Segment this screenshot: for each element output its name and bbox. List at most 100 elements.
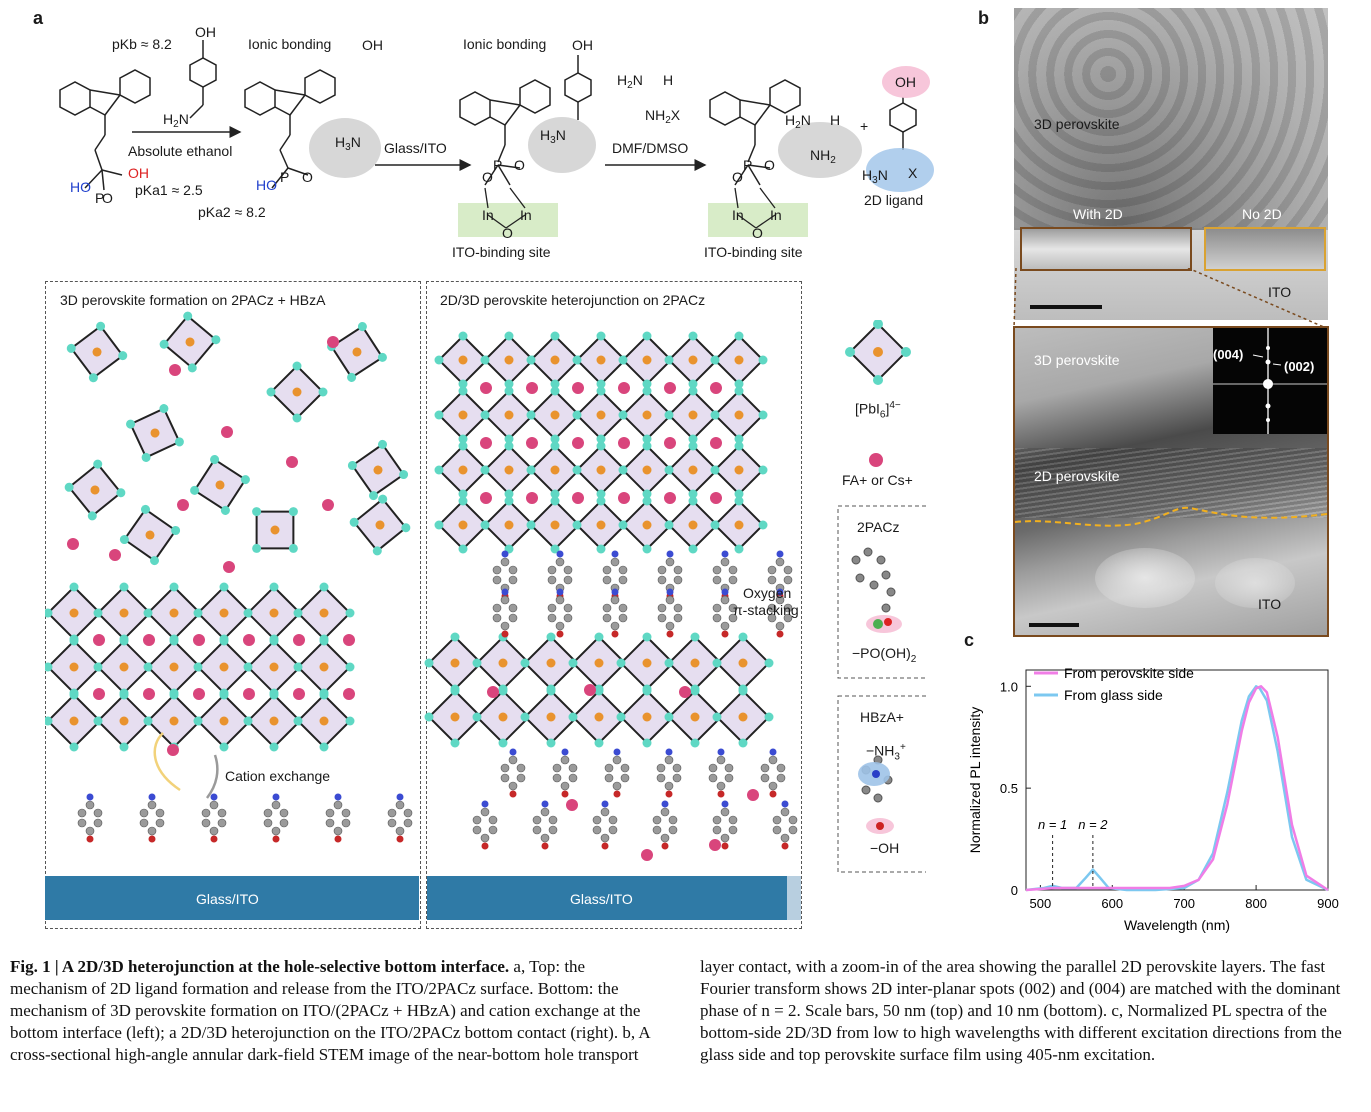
- ligand-molecule: [202, 794, 226, 843]
- pl-spectra-chart: 50060070080090000.51.0Wavelength (nm)Nor…: [958, 640, 1348, 940]
- stem-label-2d-bottom: 2D perovskite: [1034, 468, 1120, 484]
- svg-text:H2N: H2N: [617, 72, 643, 91]
- ionic-blob-2: [528, 117, 596, 173]
- svg-text:H: H: [663, 72, 673, 88]
- svg-text:H: H: [830, 112, 840, 128]
- with-2d-frame: [1020, 227, 1192, 271]
- svg-text:P: P: [280, 169, 289, 185]
- fft-inset: [1213, 328, 1327, 434]
- pi-stacking-label: π-stacking: [733, 602, 799, 618]
- octahedron: [232, 487, 318, 573]
- legend-hbza-oh: −OH: [870, 840, 899, 856]
- cation: [480, 437, 492, 449]
- octahedron: [116, 394, 194, 472]
- cation: [293, 688, 305, 700]
- stem-label-with-2d: With 2D: [1073, 206, 1123, 222]
- y-tick-label: 0.5: [1000, 781, 1018, 796]
- ligand-molecule: [657, 749, 681, 798]
- perovskite-lattice-illustration: [45, 300, 805, 930]
- cation: [243, 634, 255, 646]
- cation: [169, 364, 181, 376]
- ligand-molecule: [501, 749, 525, 798]
- svg-text:H2N: H2N: [163, 111, 189, 130]
- svg-text:In: In: [732, 207, 744, 223]
- stem-label-ito-bottom: ITO: [1258, 596, 1281, 612]
- ligand-molecule: [605, 749, 629, 798]
- cation: [747, 789, 759, 801]
- cation: [572, 437, 584, 449]
- svg-text:P: P: [493, 157, 502, 173]
- ligand-molecule: [140, 794, 164, 843]
- cation-exchange-label: Cation exchange: [225, 768, 330, 784]
- cation: [618, 437, 630, 449]
- cation: [664, 382, 676, 394]
- ligand-molecule: [553, 749, 577, 798]
- svg-text:HO: HO: [256, 177, 277, 193]
- cation: [322, 499, 334, 511]
- cation: [193, 688, 205, 700]
- legend-2pacz-title: 2PACz: [857, 519, 900, 535]
- octahedron: [267, 362, 328, 423]
- caption-left: Fig. 1 | A 2D/3D heterojunction at the h…: [10, 956, 658, 1066]
- ligand-molecule: [603, 589, 627, 638]
- stem-label-no-2d: No 2D: [1242, 206, 1282, 222]
- glass-ito-arrow-label: Glass/ITO: [384, 140, 447, 156]
- cation: [93, 688, 105, 700]
- ligand-molecule: [709, 749, 733, 798]
- pka2-label: pKa2 ≈ 8.2: [198, 204, 266, 220]
- svg-text:O: O: [752, 225, 763, 241]
- cation: [143, 688, 155, 700]
- cation: [177, 499, 189, 511]
- svg-text:In: In: [770, 207, 782, 223]
- ligand-molecule: [533, 801, 557, 850]
- octahedron: [711, 332, 768, 389]
- octahedron: [294, 637, 355, 698]
- legend-2pacz-group: −PO(OH)2: [852, 645, 916, 665]
- x-axis-label: Wavelength (nm): [1124, 917, 1230, 933]
- legend-hbza-nh3: −NH3+: [866, 742, 906, 762]
- cation: [221, 426, 233, 438]
- substrate-edge: [787, 876, 801, 920]
- pkb-label: pKb ≈ 8.2: [112, 36, 172, 52]
- cation: [343, 634, 355, 646]
- ligand-molecule: [761, 749, 785, 798]
- legend-entry: From glass side: [1064, 687, 1163, 703]
- caption-title: Fig. 1 | A 2D/3D heterojunction at the h…: [10, 957, 509, 976]
- cation: [480, 382, 492, 394]
- plus-sign: +: [860, 118, 868, 134]
- substrate-label-right: Glass/ITO: [570, 891, 633, 907]
- cation: [327, 336, 339, 348]
- cation: [93, 634, 105, 646]
- cation: [664, 492, 676, 504]
- oxygen-label: Oxygen: [743, 585, 791, 601]
- y-tick-label: 1.0: [1000, 679, 1018, 694]
- ligand-molecule: [493, 589, 517, 638]
- cation: [709, 839, 721, 851]
- substrate-label-left: Glass/ITO: [196, 891, 259, 907]
- cation: [710, 437, 722, 449]
- ligand-molecule: [658, 589, 682, 638]
- ligand-molecule: [473, 801, 497, 850]
- ito-binding-site-label-2: ITO-binding site: [704, 244, 803, 260]
- cation: [223, 561, 235, 573]
- cation: [618, 492, 630, 504]
- x-tick-label: 800: [1245, 896, 1267, 911]
- svg-text:O: O: [764, 157, 775, 173]
- scale-bar-bottom: [1029, 623, 1079, 627]
- ligand-molecule: [773, 801, 797, 850]
- svg-text:OH: OH: [362, 37, 383, 53]
- svg-text:O: O: [102, 190, 113, 206]
- x-tick-label: 900: [1317, 896, 1339, 911]
- cation: [487, 686, 499, 698]
- cation: [710, 492, 722, 504]
- interface-dashed-line: [1015, 508, 1327, 526]
- legend-hbza-title: HBzA+: [860, 709, 904, 725]
- cation: [584, 684, 596, 696]
- octahedron: [346, 491, 413, 558]
- cation: [572, 382, 584, 394]
- octahedron: [294, 583, 355, 644]
- octahedron: [713, 633, 774, 694]
- cation-exchange-arrow-down: [207, 755, 217, 798]
- octahedron: [711, 442, 768, 499]
- pka1-label: pKa1 ≈ 2.5: [135, 182, 203, 198]
